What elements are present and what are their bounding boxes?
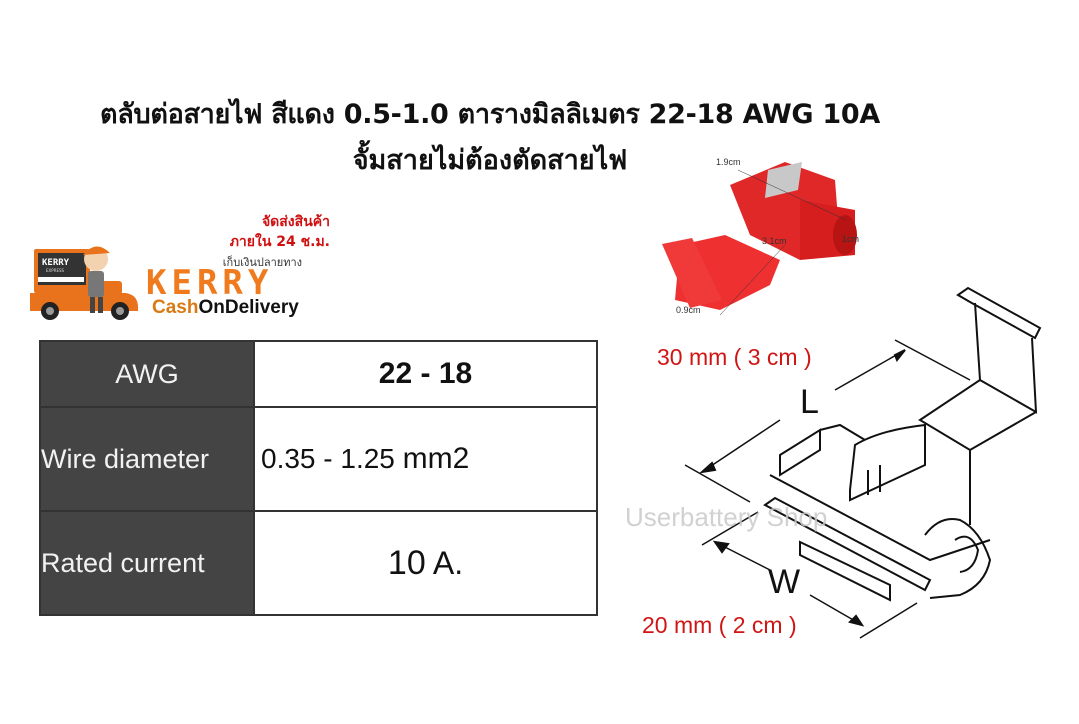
- spec-value-rated-current: 10 A.: [253, 510, 598, 616]
- kerry-truck-mascot-icon: KERRY EXPRESS: [30, 246, 138, 320]
- dim-length: 3.1cm: [762, 236, 787, 246]
- shipping-line1: จัดส่งสินค้า: [261, 214, 330, 230]
- product-title-line1: ตลับต่อสายไฟ สีแดง 0.5-1.0 ตารางมิลลิเมต…: [100, 99, 880, 130]
- spec-value-wire-diameter: 0.35 - 1.25 mm2: [253, 406, 598, 512]
- width-letter: W: [768, 563, 801, 601]
- dim-bottom: 0.9cm: [676, 305, 701, 315]
- cod-part2: OnDelivery: [198, 297, 299, 318]
- table-row: Rated current 10 A.: [39, 510, 598, 616]
- spec-label-awg: AWG: [39, 340, 255, 408]
- connector-line-drawing-icon: [684, 286, 1042, 639]
- dim-top: 1.9cm: [716, 157, 741, 167]
- cash-on-delivery-logo: CashOnDelivery: [152, 297, 299, 319]
- length-letter: L: [800, 383, 819, 421]
- shop-watermark: Userbattery Shop: [625, 502, 828, 532]
- spec-label-rated-current: Rated current: [39, 510, 255, 616]
- rated-current-number: 10: [387, 543, 426, 582]
- svg-text:KERRY: KERRY: [42, 258, 70, 268]
- rated-current-unit: A.: [432, 544, 464, 581]
- dim-end: 1cm: [842, 234, 860, 244]
- width-dimension-label: 20 mm ( 2 cm ): [642, 612, 797, 638]
- shipping-line2: ภายใน 24 ช.ม.: [229, 234, 330, 250]
- red-connector-image-icon: [662, 162, 857, 316]
- spec-label-wire-diameter: Wire diameter: [39, 406, 255, 512]
- table-row: Wire diameter 0.35 - 1.25 mm2: [39, 406, 598, 512]
- product-title-line2: จั้มสายไม่ต้องตัดสายไฟ: [352, 145, 628, 176]
- connector-photo: 1.9cm 3.1cm 1cm 0.9cm: [650, 140, 880, 330]
- spec-table: AWG 22 - 18 Wire diameter 0.35 - 1.25 mm…: [39, 340, 598, 616]
- dimension-drawing: L W: [640, 280, 1060, 660]
- kerry-logo: KERRY: [146, 263, 274, 303]
- cod-part1: Cash: [152, 297, 199, 318]
- spec-value-awg: 22 - 18: [253, 340, 598, 408]
- cod-thai-label: เก็บเงินปลายทาง: [222, 256, 302, 269]
- kerry-cod-banner: จัดส่งสินค้า ภายใน 24 ช.ม. เก็บเงินปลายท…: [22, 205, 342, 330]
- svg-text:EXPRESS: EXPRESS: [46, 268, 65, 273]
- table-row: AWG 22 - 18: [39, 340, 598, 408]
- wire-diameter-range: 0.35 - 1.25: [261, 443, 395, 474]
- length-dimension-label: 30 mm ( 3 cm ): [657, 344, 812, 370]
- wire-diameter-unit: mm2: [402, 442, 470, 475]
